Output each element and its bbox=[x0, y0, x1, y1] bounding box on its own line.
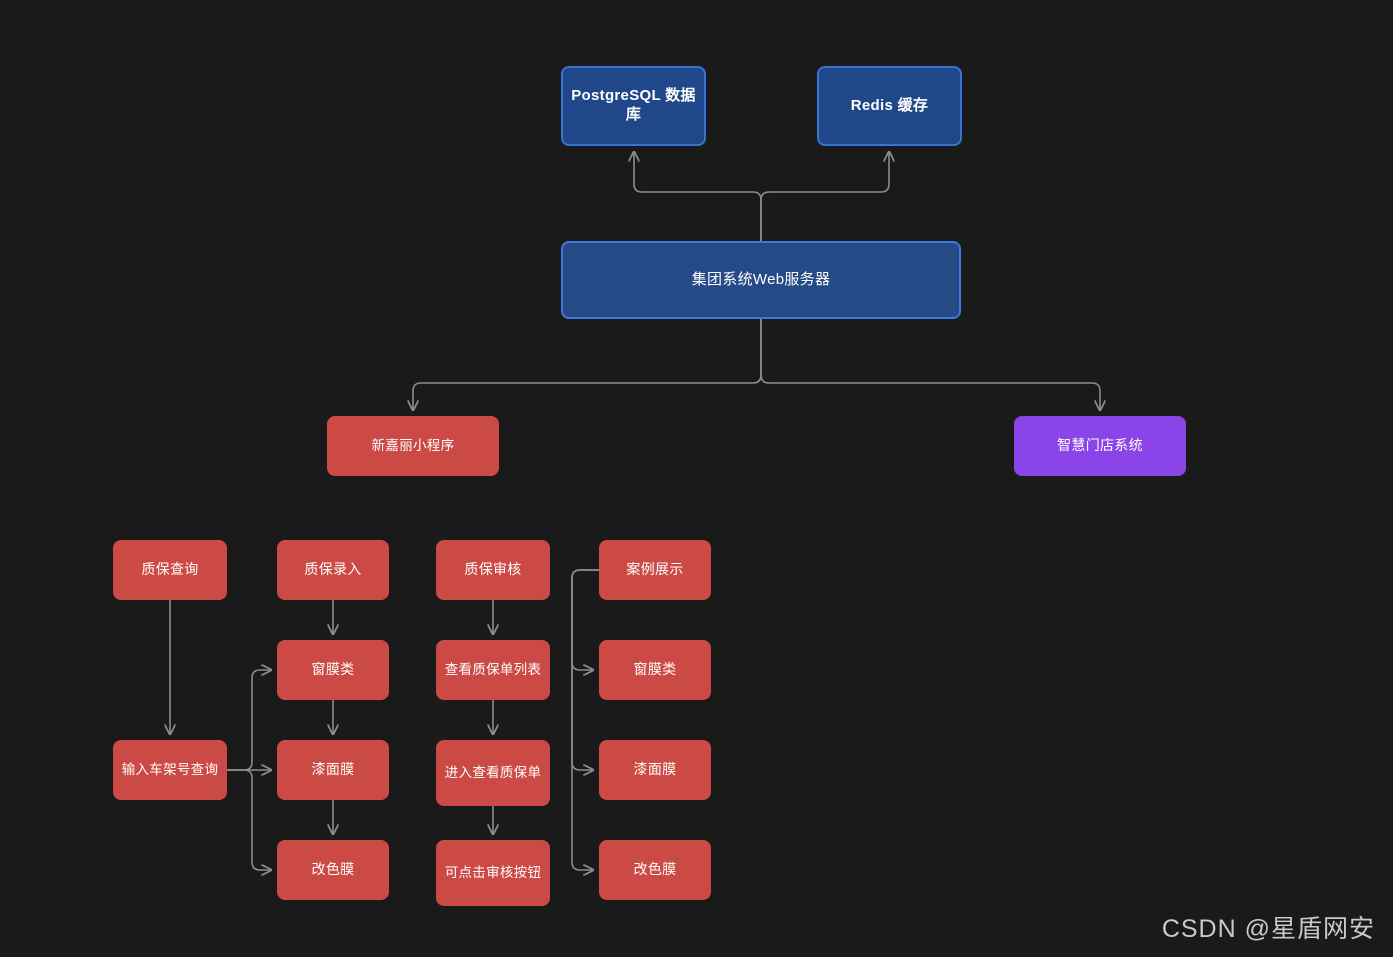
edge-caseshow-cwindow bbox=[571, 569, 599, 670]
node-qa_list[interactable]: 查看质保单列表 bbox=[436, 640, 550, 700]
node-label: 改色膜 bbox=[633, 861, 677, 878]
node-c_paint[interactable]: 漆面膜 bbox=[599, 740, 711, 800]
node-label: 质保审核 bbox=[464, 561, 522, 578]
node-label: PostgreSQL 数据库 bbox=[571, 87, 696, 123]
node-label: 漆面膜 bbox=[633, 761, 677, 778]
node-storesys[interactable]: 智慧门店系统 bbox=[1014, 416, 1186, 476]
edge-caseshow-ccolor bbox=[571, 569, 599, 870]
node-label: 案例展示 bbox=[626, 561, 684, 578]
edge-webserver-redis bbox=[760, 152, 889, 241]
node-label: 查看质保单列表 bbox=[444, 661, 542, 677]
node-label: 可点击审核按钮 bbox=[444, 864, 542, 880]
edge-webserver-postgres bbox=[634, 152, 762, 241]
node-label: Redis 缓存 bbox=[850, 96, 929, 114]
node-e_color[interactable]: 改色膜 bbox=[277, 840, 389, 900]
node-label: 质保录入 bbox=[304, 561, 362, 578]
node-case_show[interactable]: 案例展示 bbox=[599, 540, 711, 600]
node-c_color[interactable]: 改色膜 bbox=[599, 840, 711, 900]
edge-vinquery-ecolor bbox=[227, 769, 271, 870]
node-label: 输入车架号查询 bbox=[121, 761, 219, 777]
node-e_window[interactable]: 窗膜类 bbox=[277, 640, 389, 700]
node-qa_enter[interactable]: 进入查看质保单 bbox=[436, 740, 550, 806]
edge-caseshow-cpaint bbox=[571, 569, 599, 770]
node-qa_button[interactable]: 可点击审核按钮 bbox=[436, 840, 550, 906]
node-qa_audit[interactable]: 质保审核 bbox=[436, 540, 550, 600]
node-webserver[interactable]: 集团系统Web服务器 bbox=[561, 241, 961, 319]
node-redis[interactable]: Redis 缓存 bbox=[817, 66, 962, 146]
watermark: CSDN @星盾网安 bbox=[1161, 915, 1375, 943]
node-label: 集团系统Web服务器 bbox=[691, 270, 831, 288]
node-label: 新嘉丽小程序 bbox=[371, 437, 455, 453]
node-label: 进入查看质保单 bbox=[444, 764, 542, 780]
node-postgres[interactable]: PostgreSQL 数据库 bbox=[561, 66, 706, 146]
node-e_paint[interactable]: 漆面膜 bbox=[277, 740, 389, 800]
node-qa_query[interactable]: 质保查询 bbox=[113, 540, 227, 600]
node-label: 改色膜 bbox=[311, 861, 355, 878]
edge-webserver-miniapp bbox=[413, 319, 762, 410]
node-qa_entry[interactable]: 质保录入 bbox=[277, 540, 389, 600]
node-label: 漆面膜 bbox=[311, 761, 355, 778]
node-label: 窗膜类 bbox=[311, 661, 355, 678]
node-miniapp[interactable]: 新嘉丽小程序 bbox=[327, 416, 499, 476]
node-vin_query[interactable]: 输入车架号查询 bbox=[113, 740, 227, 800]
edge-webserver-storesys bbox=[760, 319, 1100, 410]
node-label: 智慧门店系统 bbox=[1057, 437, 1143, 454]
node-label: 窗膜类 bbox=[633, 661, 677, 678]
node-c_window[interactable]: 窗膜类 bbox=[599, 640, 711, 700]
node-label: 质保查询 bbox=[141, 561, 199, 578]
edge-vinquery-ewindow bbox=[227, 670, 271, 771]
